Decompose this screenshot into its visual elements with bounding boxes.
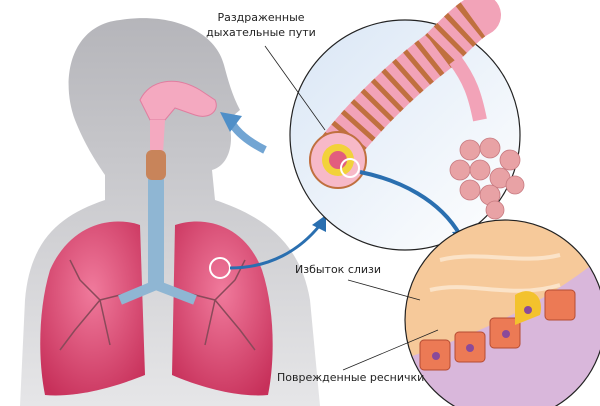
trachea: [118, 150, 197, 305]
label-line: Раздраженные: [217, 11, 305, 24]
airway-closeup: [289, 0, 525, 251]
bronchial-tree: [59, 259, 256, 351]
leader-mucus: [347, 279, 421, 301]
cilia-closeup: [404, 219, 600, 406]
leader-cilia: [342, 329, 439, 371]
label-irritated-airways: Раздраженные дыхательные пути: [205, 10, 317, 40]
arrow-to-airway-head: [312, 215, 326, 232]
label-excess-mucus: Избыток слизи: [295, 263, 382, 276]
nasal-cavity: [139, 80, 217, 121]
leader-airways: [264, 45, 326, 131]
inhale-arrowhead: [220, 112, 242, 132]
arrow-to-airway: [229, 224, 322, 270]
label-damaged-cilia: Поврежденные реснички: [277, 371, 425, 384]
label-line: дыхательные пути: [206, 26, 316, 39]
arrow-to-cilia: [359, 170, 462, 236]
